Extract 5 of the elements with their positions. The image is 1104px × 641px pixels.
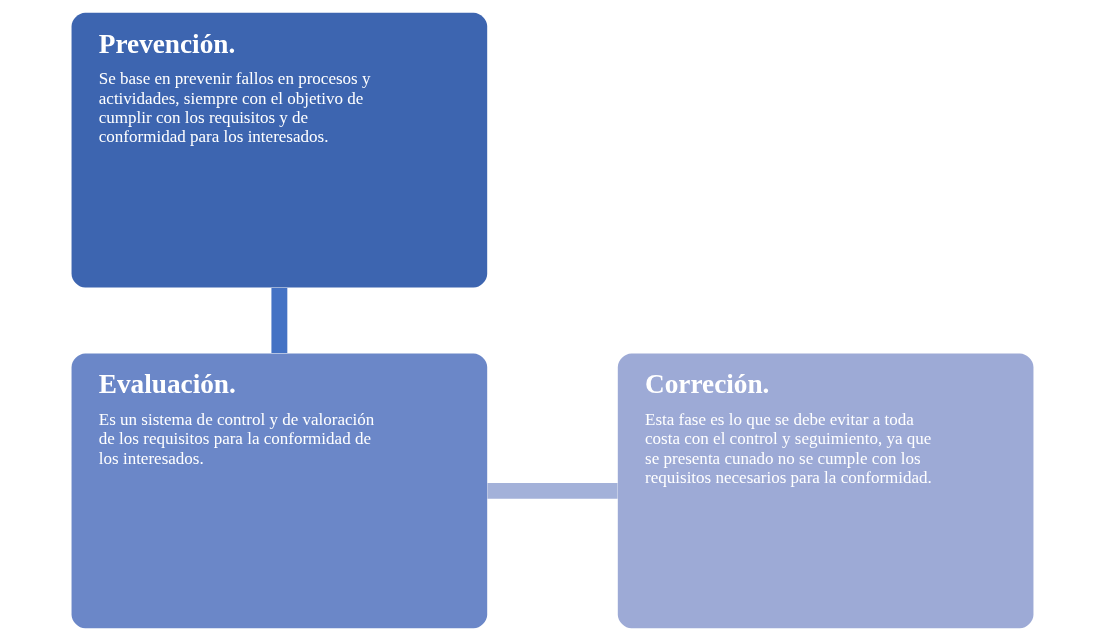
node-box: Evaluación. Es un sistema de control y de valoración de los requisitos para la conformidad de los interesados. [71, 353, 487, 629]
connector [486, 482, 618, 499]
node-box: Correción. Esta fase es lo que se debe evitar a toda costa con el control y seguimiento, ya que se presenta cunado no se cumple con los requisitos necesarios para la conformidad. [617, 353, 1033, 629]
connector [270, 287, 287, 354]
node-box: Prevención. Se base en prevenir fallos en procesos y actividades, siempre con el objetivo de cumplir con los requisitos y de conformidad para los interesados. [71, 12, 487, 288]
